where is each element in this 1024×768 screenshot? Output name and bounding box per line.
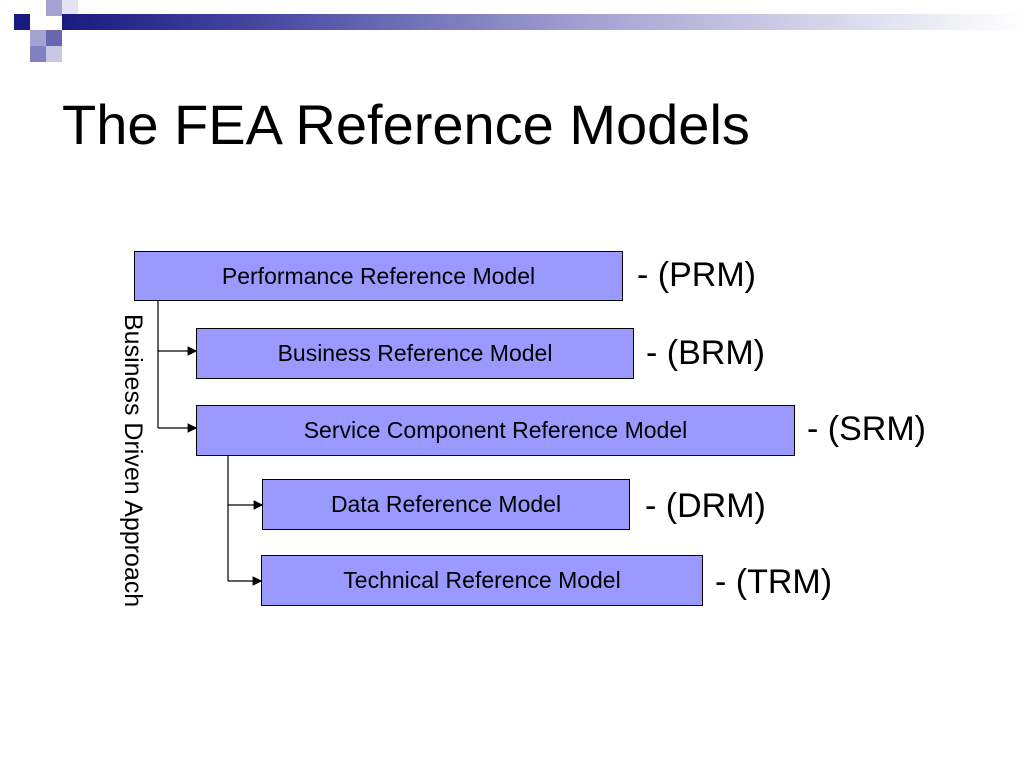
box-data-reference-model: Data Reference Model xyxy=(262,479,630,530)
page-title: The FEA Reference Models xyxy=(62,93,750,156)
box-label: Business Reference Model xyxy=(277,340,553,366)
box-label: Data Reference Model xyxy=(330,491,562,517)
slide-header-decoration xyxy=(0,0,1024,70)
decor-square xyxy=(46,0,62,16)
box-service-component-reference-model: Service Component Reference Model xyxy=(196,405,795,456)
abbr-drm: - (DRM) xyxy=(645,487,766,525)
box-label: Performance Reference Model xyxy=(221,262,536,289)
decor-square xyxy=(62,0,78,14)
decor-square xyxy=(46,46,62,62)
business-driven-approach-label: Business Driven Approach xyxy=(119,314,147,608)
abbr-trm: - (TRM) xyxy=(715,563,833,601)
box-business-reference-model: Business Reference Model xyxy=(196,328,634,379)
abbr-srm: - (SRM) xyxy=(807,410,926,448)
box-label: Service Component Reference Model xyxy=(303,417,688,443)
box-label: Technical Reference Model xyxy=(343,567,621,593)
decor-square xyxy=(46,30,62,46)
decor-square xyxy=(30,30,46,46)
decor-square xyxy=(30,46,46,62)
box-technical-reference-model: Technical Reference Model xyxy=(261,555,703,606)
abbr-brm: - (BRM) xyxy=(646,334,765,372)
decor-square xyxy=(14,14,30,30)
abbr-prm: - (PRM) xyxy=(637,256,756,294)
header-gradient-bar xyxy=(62,14,1024,30)
box-performance-reference-model: Performance Reference Model xyxy=(134,251,623,301)
